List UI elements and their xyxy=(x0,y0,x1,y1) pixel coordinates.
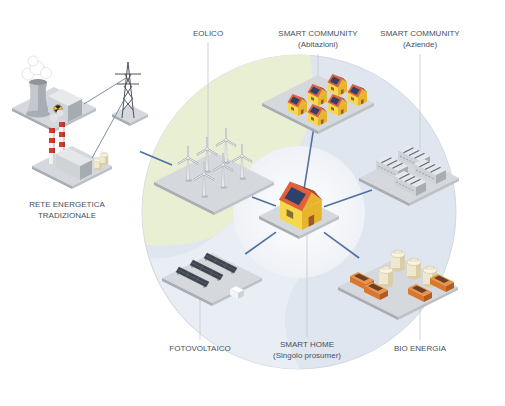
node-label: SMART COMMUNITY (Abitazioni) xyxy=(272,28,364,50)
reactor-building xyxy=(48,89,82,122)
node-label: EOLICO xyxy=(178,28,238,39)
node-label: SMART COMMUNITY (Aziende) xyxy=(374,28,466,50)
steam-cloud xyxy=(28,56,38,66)
photovoltaic-field xyxy=(162,253,262,306)
steam-cloud xyxy=(22,56,52,80)
wind-farm xyxy=(154,152,274,212)
node-caption: SMART COMMUNITY (Abitazioni) xyxy=(272,28,364,50)
node-label: FOTOVOLTAICO xyxy=(162,343,238,354)
community-companies xyxy=(359,145,459,206)
node-caption: EOLICO xyxy=(178,28,238,39)
community-homes xyxy=(262,75,374,131)
smoke xyxy=(57,110,64,117)
wind-farm xyxy=(154,129,274,215)
cooling-tower xyxy=(26,111,50,118)
smart-home xyxy=(259,182,339,239)
inverter-box xyxy=(230,286,244,293)
power-wire xyxy=(84,78,126,158)
traditional-grid xyxy=(12,56,148,189)
smoke xyxy=(50,114,58,122)
node-caption: SMART COMMUNITY (Aziende) xyxy=(374,28,466,50)
power-plant-building xyxy=(56,148,92,166)
photovoltaic-field xyxy=(212,278,262,306)
photovoltaic-field xyxy=(162,253,262,303)
traditional-grid xyxy=(100,152,108,165)
leader-line xyxy=(307,230,308,337)
traditional-grid xyxy=(12,87,96,129)
smoke xyxy=(50,110,64,123)
cooling-tower xyxy=(26,79,50,118)
component-node: SMART COMMUNITY (Aziende) xyxy=(372,154,446,200)
outer-circle xyxy=(142,55,456,369)
energy-link xyxy=(140,151,172,165)
node-caption: FOTOVOLTAICO xyxy=(162,343,238,354)
smart-home xyxy=(279,182,323,230)
inverter-box xyxy=(230,286,244,299)
node-caption: BIO ENERGIA xyxy=(390,343,450,354)
bio-energy-plant xyxy=(379,266,393,288)
traditional-grid xyxy=(49,128,55,164)
wind-farm xyxy=(179,147,198,182)
traditional-grid xyxy=(112,105,148,123)
bio-energy-plant xyxy=(408,284,432,302)
wind-farm xyxy=(195,163,214,198)
power-pylon xyxy=(122,62,134,118)
reactor-building xyxy=(48,89,82,106)
community-homes xyxy=(262,74,374,134)
wind-farm xyxy=(198,138,217,173)
energy-link xyxy=(324,232,359,258)
bio-energy-plant xyxy=(430,274,454,292)
traditional-grid xyxy=(130,114,148,126)
wind-farm xyxy=(233,145,252,180)
power-pylon xyxy=(123,74,133,110)
wind-farm xyxy=(217,129,236,164)
component-node: BIO ENERGIA xyxy=(352,258,446,316)
community-homes xyxy=(308,104,328,126)
photovoltaic-field xyxy=(176,267,209,288)
component-node: SMART COMMUNITY (Abitazioni) xyxy=(280,76,356,126)
traditional-grid xyxy=(32,146,112,186)
component-node: SMART HOME (Singolo prosumer) xyxy=(276,192,324,238)
energy-link xyxy=(252,197,276,206)
cooling-tower xyxy=(29,79,47,85)
community-homes xyxy=(308,84,328,106)
community-companies xyxy=(394,171,426,196)
leader-line xyxy=(420,54,421,165)
node-caption: RETE ENERGETICA TRADIZIONALE xyxy=(24,199,110,221)
bio-energy-plant xyxy=(391,250,405,272)
steam-cloud xyxy=(41,68,52,79)
bio-energy-plant xyxy=(407,258,421,280)
power-pylon xyxy=(115,62,141,118)
inner-circle xyxy=(233,146,365,278)
community-homes xyxy=(328,94,348,116)
component-node: EOLICO xyxy=(172,158,252,206)
node-label: BIO ENERGIA xyxy=(390,343,450,354)
wind-farm xyxy=(214,154,233,189)
component-node: RETE ENERGETICA TRADIZIONALE xyxy=(20,66,140,186)
node-caption: SMART HOME (Singolo prosumer) xyxy=(269,339,345,361)
community-homes xyxy=(288,94,308,116)
energy-link xyxy=(304,126,314,192)
node-label: SMART HOME (Singolo prosumer) xyxy=(269,339,345,361)
community-homes xyxy=(348,84,368,106)
community-homes xyxy=(328,74,348,96)
cooling-tower xyxy=(26,82,50,114)
power-plant-building xyxy=(56,148,92,180)
bio-energy-plant xyxy=(338,250,458,320)
energy-link xyxy=(324,190,372,207)
bio-energy-plant xyxy=(364,282,388,300)
node-label: RETE ENERGETICA TRADIZIONALE xyxy=(24,199,110,221)
component-node: FOTOVOLTAICO xyxy=(176,254,250,300)
traditional-grid xyxy=(112,114,130,126)
energy-link xyxy=(245,232,276,254)
